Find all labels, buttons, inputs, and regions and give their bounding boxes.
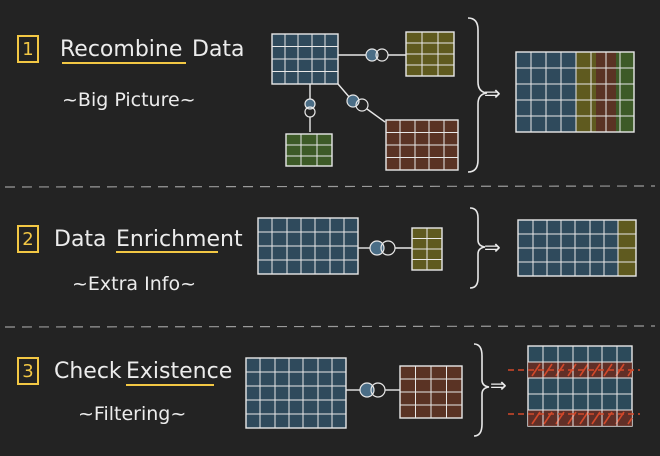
join-icon: [346, 94, 369, 112]
source-table-brown: [399, 365, 463, 419]
result-table-enriched: [517, 219, 637, 277]
double-arrow-icon: ⇒: [484, 235, 501, 259]
double-arrow-icon: ⇒: [490, 373, 507, 397]
section-title-underlined: Recombine: [60, 37, 182, 62]
section-title-underlined: Enrichment: [116, 227, 243, 252]
source-table-main: [257, 217, 359, 275]
join-icon: [365, 48, 389, 62]
section-3: 3 Check Existence ~Filtering~ ⇒: [17, 343, 640, 437]
section-divider: [4, 325, 656, 328]
section-number-badge: 1: [17, 35, 39, 63]
section-subtitle: ~Extra Info~: [72, 273, 196, 295]
section-number: 3: [22, 361, 33, 382]
section-title: Check: [54, 359, 122, 384]
source-table-brown: [385, 119, 459, 171]
join-icon: [369, 240, 396, 256]
section-divider: [4, 185, 656, 188]
section-title-underlined: Existence: [126, 359, 232, 384]
source-table-olive: [405, 31, 455, 77]
section-subtitle: ~Filtering~: [78, 403, 186, 425]
source-table-olive: [411, 227, 443, 271]
right-brace: [469, 207, 486, 289]
join-icon: [304, 98, 316, 118]
right-brace: [473, 343, 490, 437]
section-title: Data: [192, 37, 245, 62]
section-subtitle: ~Big Picture~: [62, 89, 196, 111]
section-number-badge: 2: [17, 225, 39, 253]
section-number-badge: 3: [17, 357, 39, 385]
right-brace: [467, 17, 488, 173]
source-table-main: [245, 357, 347, 429]
section-2: 2 Data Enrichment ~Extra Info~ ⇒: [17, 207, 637, 295]
result-table-combined: [515, 51, 635, 133]
section-1: 1 Recombine Data ~Big Picture~: [17, 17, 635, 173]
join-icon: [359, 382, 386, 398]
section-number: 1: [22, 39, 33, 60]
section-title: Data: [54, 227, 107, 252]
result-table-filtered: [508, 345, 640, 427]
double-arrow-icon: ⇒: [484, 81, 501, 105]
section-number: 2: [22, 229, 33, 250]
source-table-green: [285, 133, 333, 167]
source-table-main: [271, 33, 339, 85]
